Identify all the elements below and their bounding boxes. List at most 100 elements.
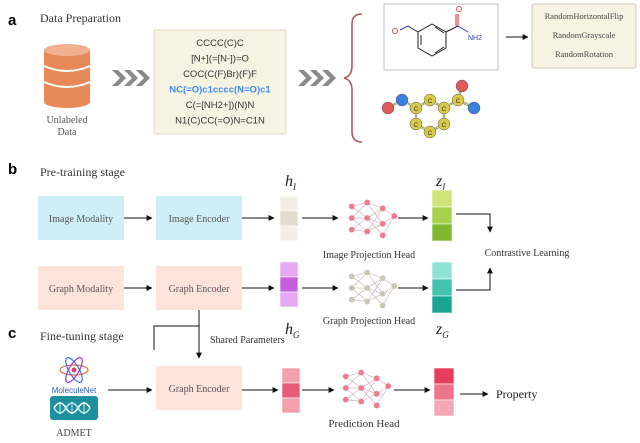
property-label: Property bbox=[496, 387, 537, 401]
embedding-cell bbox=[279, 291, 299, 308]
embedding-cell bbox=[279, 261, 299, 278]
smiles-string: CCCC(C)C bbox=[196, 38, 244, 49]
panel-b-title: Pre-training stage bbox=[40, 165, 125, 179]
h-graph-embedding bbox=[279, 261, 299, 308]
embedding-cell bbox=[431, 206, 453, 225]
smiles-string: COC(C(F)Br)(F)F bbox=[183, 69, 257, 80]
graph-projection-head-label: Graph Projection Head bbox=[323, 316, 415, 327]
neural-network-icon bbox=[342, 369, 392, 409]
panel-a-letter: a bbox=[8, 12, 17, 29]
triple-chevron-icon bbox=[298, 70, 336, 86]
graph-atom bbox=[467, 101, 481, 115]
smiles-string: NC(=O)c1cccc(N=O)c1 bbox=[169, 85, 271, 96]
graph-atom-label: C bbox=[428, 98, 433, 105]
smiles-string: C(=[NH2+])(N)N bbox=[186, 100, 255, 111]
embedding-cell bbox=[431, 278, 453, 297]
embedding-cell bbox=[279, 225, 299, 242]
panel-c-title: Fine-tuning stage bbox=[40, 329, 124, 343]
finetune-graph-encoder-box bbox=[156, 366, 242, 410]
graph-atom bbox=[423, 125, 437, 139]
molecule-image-frame bbox=[383, 3, 499, 71]
h-image-symbol: hI bbox=[285, 173, 297, 192]
shared-parameters-label: Shared Parameters bbox=[210, 335, 285, 346]
database-label-line1: Unlabeled bbox=[46, 115, 87, 126]
z-graph-embedding bbox=[431, 261, 453, 314]
graph-atom bbox=[437, 101, 451, 115]
embedding-cell bbox=[279, 276, 299, 293]
molecule-structure bbox=[399, 14, 469, 57]
smiles-string: [N+](=[N-])=O bbox=[191, 54, 249, 65]
graph-atom bbox=[437, 117, 451, 131]
augmentation-item: RandomRotation bbox=[555, 49, 614, 59]
dataset-label-moleculenet: MoleculeNet bbox=[52, 386, 97, 395]
graph-atom bbox=[409, 101, 423, 115]
graph-atom bbox=[381, 101, 395, 115]
augmentation-item: RandomHorizontalFlip bbox=[545, 11, 624, 21]
smiles-string: N1(C)CC(=O)N=C1N bbox=[175, 116, 265, 127]
output-embedding bbox=[433, 367, 455, 417]
contrastive-learning-label: Contrastive Learning bbox=[485, 248, 570, 259]
embedding-cell bbox=[279, 210, 299, 227]
image-modality-box bbox=[38, 196, 124, 240]
prediction-embedding bbox=[281, 367, 301, 414]
embedding-cell bbox=[281, 382, 301, 399]
embedding-cell bbox=[431, 261, 453, 280]
dna-icon bbox=[50, 396, 98, 420]
smiles-box bbox=[153, 29, 287, 135]
panel-a-title: Data Preparation bbox=[40, 11, 121, 25]
embedding-cell bbox=[431, 223, 453, 242]
graph-encoder-label: Graph Encoder bbox=[169, 284, 230, 295]
embedding-cell bbox=[279, 195, 299, 212]
embedding-cell bbox=[433, 399, 455, 417]
image-projection-head-label: Image Projection Head bbox=[323, 250, 415, 261]
contrastive-connector-top bbox=[456, 213, 493, 233]
oxygen-atom-label: O bbox=[392, 27, 398, 36]
graph-modality-box bbox=[38, 266, 124, 310]
embedding-cell bbox=[431, 295, 453, 314]
neural-network-icon bbox=[348, 199, 398, 239]
molecule-graph: C C C C C C C bbox=[381, 79, 481, 139]
graph-modality-label: Graph Modality bbox=[49, 284, 113, 295]
graph-atom bbox=[423, 93, 437, 107]
contrastive-connector-bottom bbox=[456, 267, 493, 291]
graph-atom-label: C bbox=[442, 122, 447, 129]
graph-encoder-box bbox=[156, 266, 242, 310]
graph-atom-label: C bbox=[414, 106, 419, 113]
graph-atom bbox=[451, 93, 465, 107]
embedding-cell bbox=[281, 397, 301, 414]
z-image-symbol: zI bbox=[435, 173, 446, 192]
finetune-graph-encoder-label: Graph Encoder bbox=[169, 384, 230, 395]
embedding-cell bbox=[281, 367, 301, 384]
smiles-list: CCCC(C)C [N+](=[N-])=O COC(C(F)Br)(F)F NC(=… bbox=[169, 38, 271, 127]
oxygen-atom-label: O bbox=[456, 5, 462, 14]
triple-chevron-icon bbox=[112, 70, 150, 86]
augmentation-box bbox=[531, 3, 637, 69]
graph-atom-label: C bbox=[414, 122, 419, 129]
augmentation-item: RandomGrayscale bbox=[553, 30, 616, 40]
image-encoder-label: Image Encoder bbox=[169, 214, 230, 225]
h-graph-symbol: hG bbox=[285, 321, 300, 340]
z-image-embedding bbox=[431, 189, 453, 242]
embedding-cell bbox=[433, 383, 455, 401]
database-label-line2: Data bbox=[58, 127, 77, 138]
h-image-embedding bbox=[279, 195, 299, 242]
curly-brace-icon bbox=[343, 13, 363, 143]
embedding-cell bbox=[433, 367, 455, 385]
graph-atom bbox=[455, 79, 469, 93]
graph-atom-label: C bbox=[456, 98, 461, 105]
z-graph-symbol: zG bbox=[435, 321, 449, 340]
graph-atom-label: C bbox=[442, 106, 447, 113]
graph-atom bbox=[395, 93, 409, 107]
graph-atom-label: C bbox=[428, 130, 433, 137]
atom-icon bbox=[59, 357, 89, 383]
panel-b-letter: b bbox=[8, 161, 17, 178]
panel-c-letter: c bbox=[8, 325, 16, 342]
embedding-cell bbox=[431, 189, 453, 208]
shared-parameters-connector bbox=[153, 310, 200, 350]
neural-network-icon bbox=[348, 269, 398, 309]
graph-atom bbox=[409, 117, 423, 131]
dataset-label-admet: ADMET bbox=[56, 428, 92, 439]
prediction-head-label: Prediction Head bbox=[328, 418, 400, 430]
